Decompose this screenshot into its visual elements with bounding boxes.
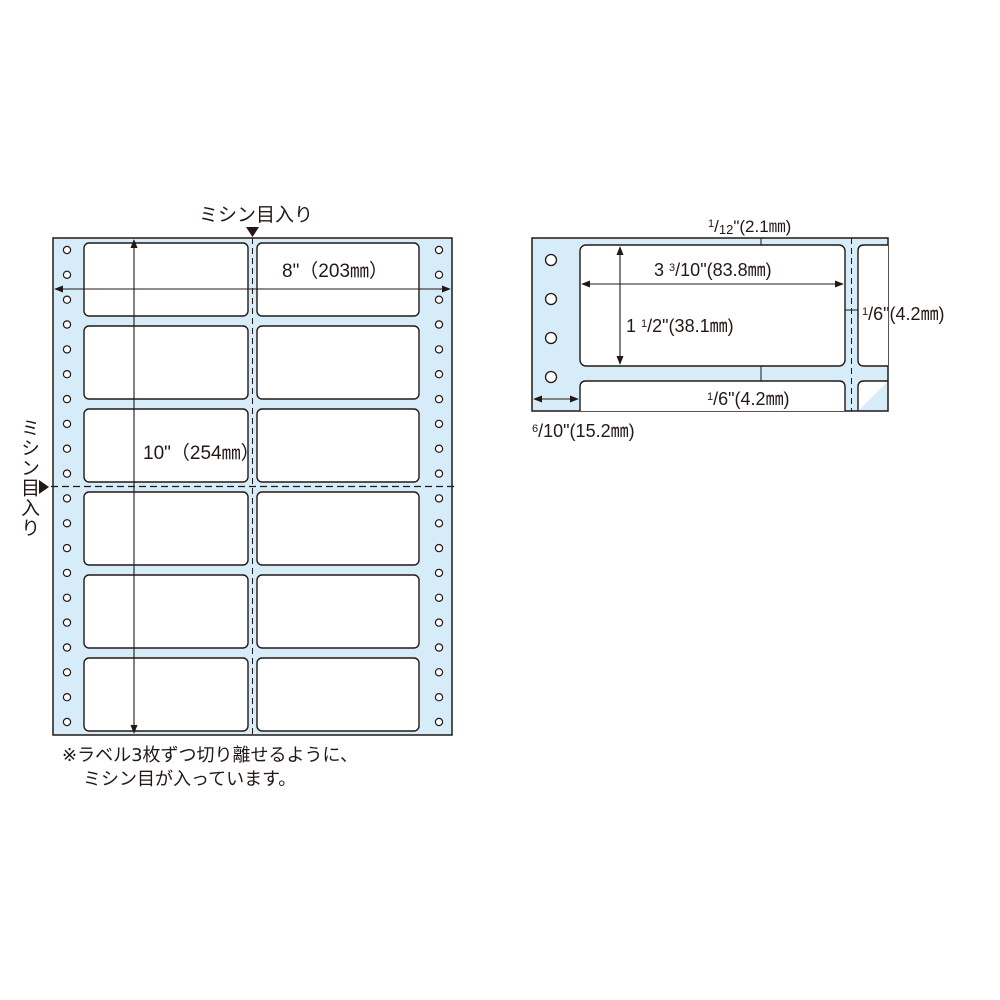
perforation-marker-side: [39, 480, 49, 494]
detail-label-bottom: [579, 380, 846, 411]
label-cell: [83, 325, 249, 400]
feed-hole-icon: [62, 444, 72, 453]
feed-hole-icon: [62, 245, 72, 255]
label-cell: [256, 408, 420, 483]
feed-hole-icon: [434, 394, 444, 404]
feed-hole-icon: [434, 469, 444, 478]
feed-hole-icon: [544, 331, 558, 345]
feed-hole-icon: [434, 494, 444, 503]
feed-holes: [62, 245, 444, 727]
detail-feed-holes: [544, 253, 558, 384]
feed-hole-icon: [434, 643, 444, 652]
height-dimension-label: 10"（254㎜）: [143, 442, 260, 464]
feed-hole-icon: [434, 593, 444, 603]
feed-hole-icon: [62, 717, 72, 727]
gap-bottom-dimension-label: 1/6"(4.2㎜): [707, 389, 790, 409]
feed-hole-icon: [62, 568, 72, 578]
label-cell: [256, 657, 420, 732]
feed-hole-icon: [62, 519, 72, 528]
overview-sheet: ミシン目入り 8"（203㎜） 10"（254㎜）: [39, 204, 458, 736]
feed-hole-icon: [62, 320, 72, 329]
feed-hole-icon: [62, 469, 72, 478]
feed-hole-icon: [62, 593, 72, 603]
top-perforation-label: ミシン目入り: [199, 204, 313, 226]
feed-hole-icon: [434, 245, 444, 255]
label-cell: [83, 408, 249, 483]
feed-hole-icon: [62, 618, 72, 627]
feed-hole-icon: [62, 693, 72, 702]
feed-hole-icon: [62, 394, 72, 404]
feed-hole-icon: [434, 618, 444, 627]
feed-hole-icon: [434, 543, 444, 553]
feed-hole-icon: [62, 643, 72, 652]
feed-hole-icon: [434, 693, 444, 702]
label-grid: [83, 242, 420, 732]
label-cell: [256, 242, 420, 317]
feed-hole-icon: [62, 345, 72, 354]
label-cell: [256, 325, 420, 400]
label-cell: [83, 657, 249, 732]
note-line-1: ※ラベル3枚ずつ切り離せるように、: [62, 745, 358, 766]
width-dimension-label: 8"（203㎜）: [282, 260, 388, 282]
gap-top-dimension-label: 1/12"(2.1㎜): [708, 217, 791, 237]
perforation-note: ※ラベル3枚ずつ切り離せるように、ミシン目が入っています。: [62, 744, 358, 792]
feed-hole-icon: [434, 320, 444, 329]
feed-hole-icon: [544, 253, 558, 267]
feed-hole-icon: [62, 419, 72, 429]
label-cell: [256, 491, 420, 566]
label-height-dimension-label: 1 1/2"(38.1㎜): [626, 316, 734, 336]
feed-hole-icon: [434, 295, 444, 304]
label-cell: [83, 491, 249, 566]
feed-hole-icon: [434, 370, 444, 379]
feed-hole-icon: [434, 717, 444, 727]
feed-hole-icon: [62, 543, 72, 553]
label-cell: [83, 242, 249, 317]
feed-hole-icon: [62, 370, 72, 379]
gap-right-dimension-label: 1/6"(4.2㎜): [862, 304, 945, 324]
feed-hole-icon: [434, 519, 444, 528]
detail-label-right: [857, 244, 888, 367]
perforation-marker-top: [246, 227, 259, 237]
note-line-2: ミシン目が入っています。: [83, 769, 297, 790]
detail-label-bottom-right: [857, 380, 888, 411]
feed-hole-icon: [62, 270, 72, 279]
feed-hole-icon: [544, 370, 558, 384]
label-cell: [256, 574, 420, 649]
side-perforation-label: ミシン目入り: [18, 418, 40, 538]
detail-sheet: 1/12"(2.1㎜) 3 3/10"(83.8㎜) 1 1/2"(38.1㎜)…: [531, 217, 945, 441]
feed-hole-icon: [434, 568, 444, 578]
feed-hole-icon: [434, 444, 444, 453]
feed-hole-icon: [434, 419, 444, 429]
feed-hole-icon: [62, 668, 72, 677]
feed-hole-icon: [62, 295, 72, 304]
feed-hole-icon: [62, 494, 72, 503]
margin-dimension-label: 6/10"(15.2㎜): [532, 421, 635, 441]
feed-hole-icon: [544, 292, 558, 306]
feed-hole-icon: [434, 668, 444, 677]
feed-hole-icon: [434, 345, 444, 354]
detail-label-main: [579, 244, 846, 367]
label-width-dimension-label: 3 3/10"(83.8㎜): [654, 260, 772, 280]
feed-hole-icon: [434, 270, 444, 279]
label-cell: [83, 574, 249, 649]
